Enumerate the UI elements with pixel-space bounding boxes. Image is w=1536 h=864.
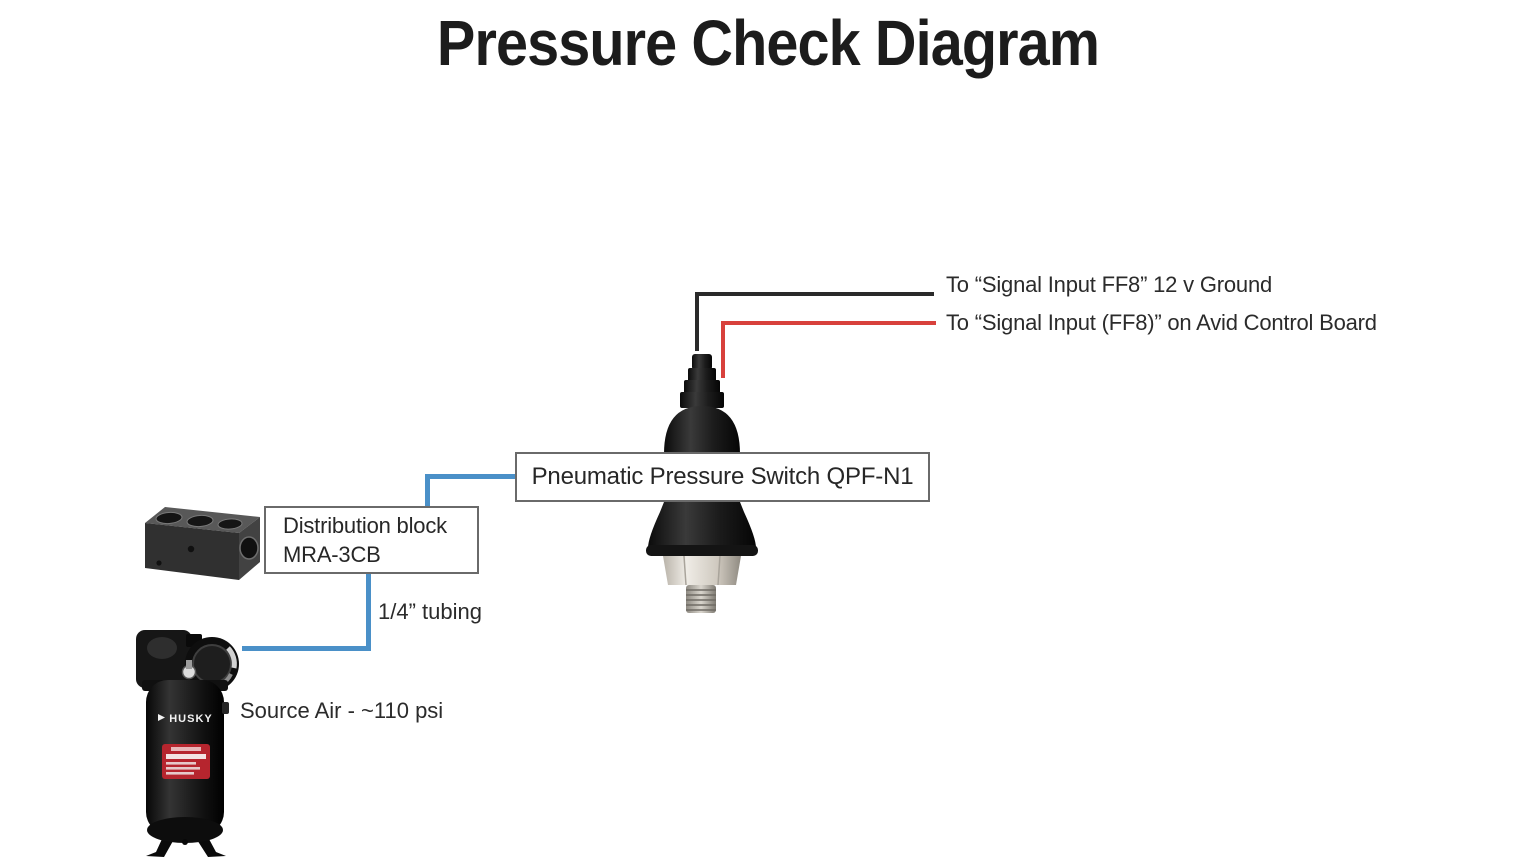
ground-wire-vertical <box>695 292 699 351</box>
compressor-legs <box>146 817 226 857</box>
switch-top-connector <box>680 354 724 408</box>
pressure-switch-label: Pneumatic Pressure Switch QPF-N1 <box>531 463 914 490</box>
page-title: Pressure Check Diagram <box>436 7 1100 79</box>
distribution-block-label-box: Distribution block MRA-3CB <box>264 506 479 574</box>
air-compressor-image: HUSKY <box>136 630 239 857</box>
compressor-tank: HUSKY <box>146 680 229 834</box>
tubing-line-upper-horizontal <box>425 474 516 479</box>
compressor-brand-text: HUSKY <box>169 713 213 725</box>
source-air-label: Source Air - ~110 psi <box>240 698 444 723</box>
tubing-label: 1/4” tubing <box>378 599 482 624</box>
tubing-line-lower-vertical <box>366 573 371 651</box>
compressor-pump <box>136 630 239 691</box>
switch-bell <box>648 502 756 548</box>
signal-wire-horizontal <box>721 321 936 325</box>
ground-wire-horizontal <box>695 292 934 296</box>
distribution-block-label-line2: MRA-3CB <box>283 542 381 567</box>
distribution-block-image <box>145 507 260 580</box>
switch-thread <box>686 585 716 613</box>
tubing-line-upper-vertical <box>425 474 430 508</box>
switch-hex-nut <box>663 556 741 585</box>
ground-wire-label: To “Signal Input FF8” 12 v Ground <box>946 272 1273 297</box>
signal-wire-vertical <box>721 321 725 378</box>
tubing-line-lower-horizontal <box>242 646 371 651</box>
compressor-red-label <box>162 744 210 779</box>
distribution-block-label-line1: Distribution block <box>283 513 447 538</box>
switch-bell-lip <box>646 545 758 556</box>
signal-wire-label: To “Signal Input (FF8)” on Avid Control … <box>946 310 1377 335</box>
pressure-switch-label-box: Pneumatic Pressure Switch QPF-N1 <box>515 452 930 502</box>
